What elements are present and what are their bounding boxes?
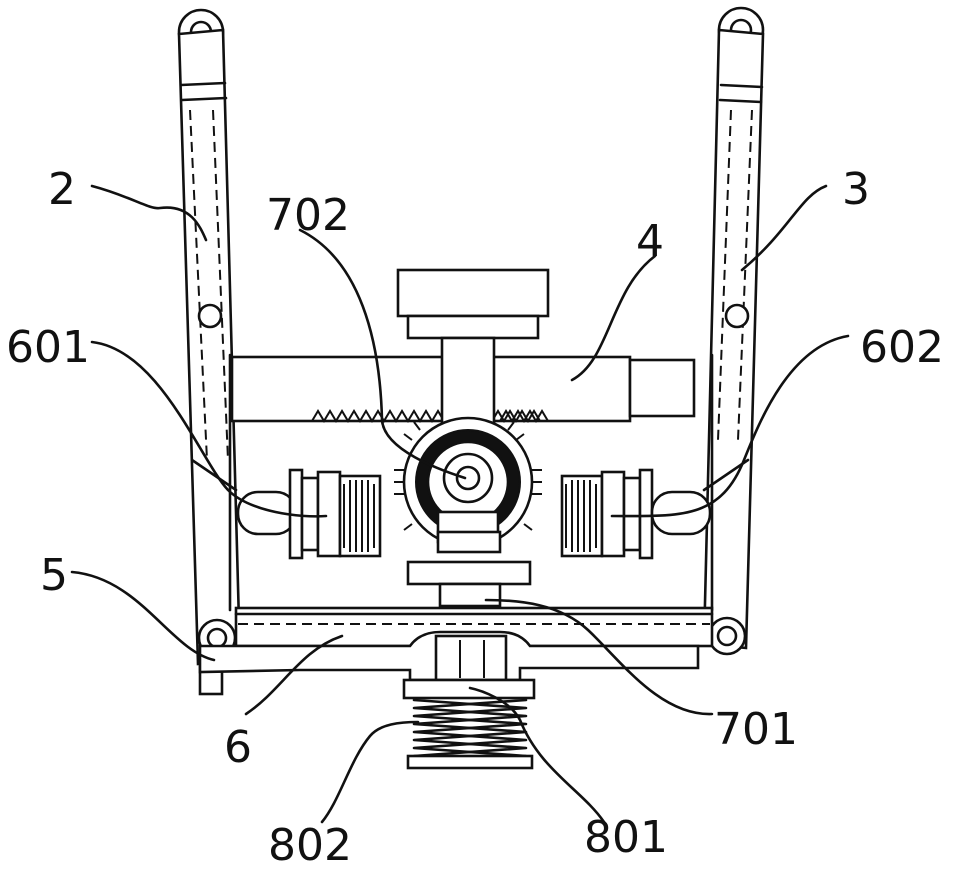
label-part-802: 802 bbox=[268, 820, 352, 870]
label-part-601: 601 bbox=[6, 322, 90, 373]
label-part-801: 801 bbox=[584, 812, 668, 863]
gear-702 bbox=[394, 418, 542, 546]
label-part-2: 2 bbox=[48, 164, 76, 215]
right-piston-602 bbox=[562, 470, 710, 558]
spring-801-802 bbox=[404, 680, 534, 768]
left-piston-601 bbox=[238, 470, 380, 558]
center-shaft-701 bbox=[408, 532, 530, 606]
label-part-3: 3 bbox=[842, 164, 870, 215]
label-part-5: 5 bbox=[40, 550, 68, 601]
label-part-602: 602 bbox=[860, 322, 944, 373]
label-part-702: 702 bbox=[266, 190, 350, 241]
label-part-4: 4 bbox=[636, 216, 664, 267]
label-part-6: 6 bbox=[224, 722, 252, 773]
label-part-701: 701 bbox=[714, 704, 798, 755]
